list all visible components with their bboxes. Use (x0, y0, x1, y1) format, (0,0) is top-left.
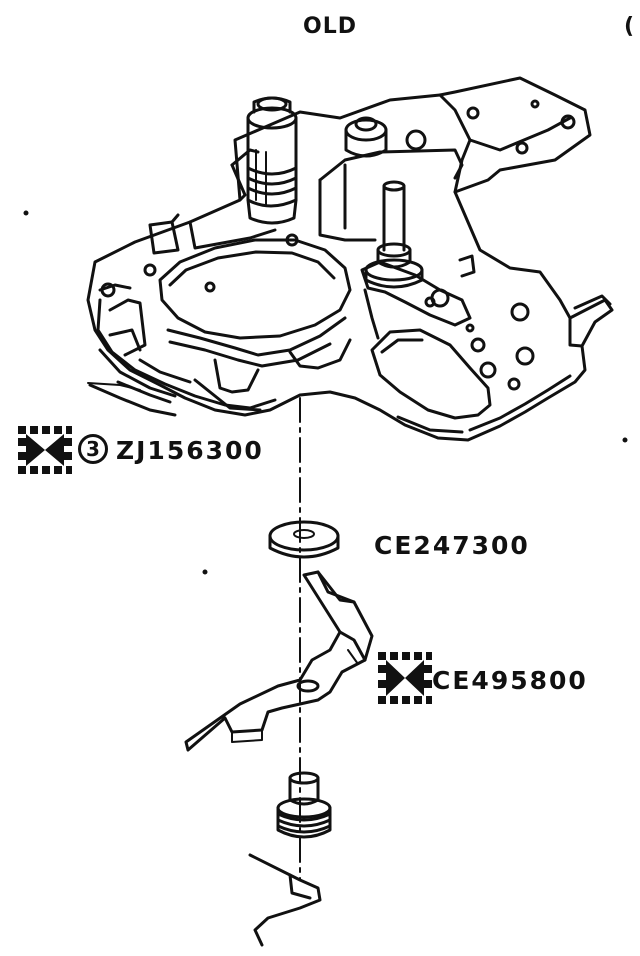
lever-part (184, 570, 374, 752)
part-number-label: ZJ156300 (116, 436, 264, 465)
scan-marks (23, 210, 628, 575)
part-number-label: CE495800 (432, 666, 588, 695)
part-number-label: CE247300 (374, 531, 530, 560)
chassis-plate (86, 76, 614, 442)
washer-part (268, 520, 340, 559)
roller-post (246, 96, 298, 225)
dotted-box-x-icon (378, 652, 432, 704)
screw-part (276, 771, 332, 839)
cropped-edge-glyph: ( (624, 14, 637, 39)
diagram-title: OLD (303, 14, 357, 39)
dotted-box-x-icon (18, 426, 72, 474)
base-bracket-fragment (248, 853, 322, 947)
callout-number: 3 (78, 434, 108, 464)
center-shaft (364, 180, 424, 289)
top-nut (344, 116, 388, 158)
